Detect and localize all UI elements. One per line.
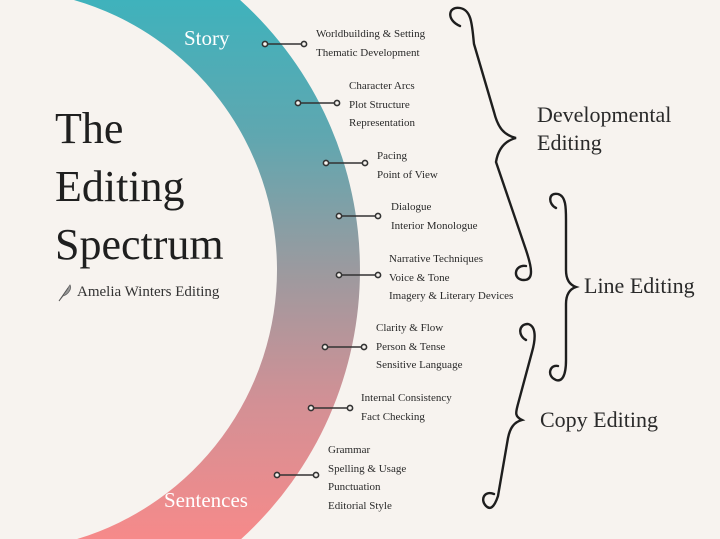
connector-dot [335, 212, 343, 220]
list-item: Grammar [328, 444, 371, 456]
connector-dot [321, 343, 329, 351]
connector-dot [261, 40, 269, 48]
copy-editing-brace [482, 322, 536, 510]
title-line: The [55, 104, 124, 153]
connector-dot [374, 212, 382, 220]
connector-dot [346, 404, 354, 412]
list-item: Spelling & Usage [328, 462, 407, 475]
connector-dot [294, 99, 302, 107]
category-line-editing: Line Editing [584, 273, 695, 298]
connector-dot [361, 159, 369, 167]
category-label: Developmental [537, 102, 672, 127]
list-item: Sensitive Language [376, 359, 463, 371]
list-item: Plot Structure [349, 98, 410, 111]
spectrum-bottom-label: Sentences [164, 488, 248, 512]
connector-dot [335, 271, 343, 279]
list-item: Punctuation [328, 481, 381, 493]
connector-dot [307, 404, 315, 412]
list-item: Pacing [377, 150, 407, 162]
list-item: Dialogue [391, 201, 432, 213]
connector-dot [374, 271, 382, 279]
title-line: Spectrum [55, 220, 224, 269]
author-name: Amelia Winters Editing [77, 283, 220, 300]
connector-dot [333, 99, 341, 107]
list-item: Character Arcs [349, 80, 415, 92]
spectrum-top-label: Story [184, 26, 230, 50]
page-title: The Editing Spectrum [55, 100, 224, 274]
category-copy-editing: Copy Editing [540, 407, 658, 432]
connector-dot [360, 343, 368, 351]
list-item: Voice & Tone [389, 271, 450, 284]
list-item: Interior Monologue [391, 219, 478, 232]
list-item: Narrative Techniques [389, 253, 484, 265]
connector-dot [312, 471, 320, 479]
connector-dot [322, 159, 330, 167]
author-credit: Amelia Winters Editing [57, 282, 219, 302]
feather-quill-icon [58, 284, 71, 302]
spectrum-arc [73, 0, 360, 539]
list-item: Fact Checking [361, 410, 425, 423]
category-developmental-editing: Developmental Editing [537, 101, 671, 157]
list-item: Imagery & Literary Devices [389, 290, 514, 302]
list-item: Clarity & Flow [376, 322, 444, 334]
line-editing-brace [548, 192, 580, 382]
connector-dot [300, 40, 308, 48]
title-line: Editing [55, 162, 185, 211]
connector-dot [273, 471, 281, 479]
list-item: Representation [349, 117, 415, 129]
list-item: Point of View [377, 168, 438, 181]
list-item: Internal Consistency [361, 392, 452, 404]
list-item: Editorial Style [328, 499, 392, 512]
developmental-brace [449, 6, 533, 282]
list-item: Person & Tense [376, 340, 446, 353]
category-label: Editing [537, 130, 602, 155]
list-item: Thematic Development [316, 46, 420, 59]
list-item: Worldbuilding & Setting [316, 28, 426, 40]
